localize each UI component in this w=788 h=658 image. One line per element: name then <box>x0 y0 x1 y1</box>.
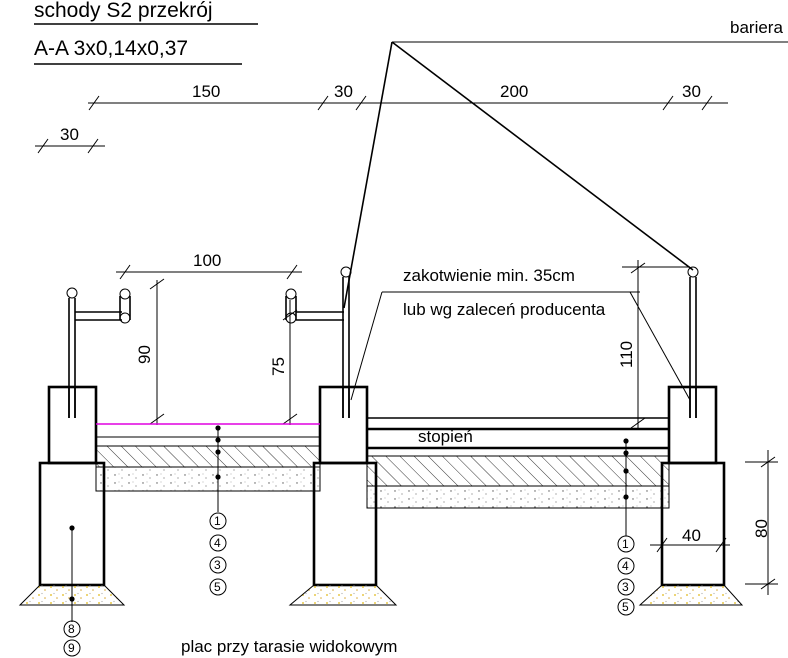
right-marker-3: 3 <box>622 580 629 594</box>
dim-200: 200 <box>500 82 528 101</box>
dim-30b: 30 <box>682 82 701 101</box>
bottom-caption: plac przy tarasie widokowym <box>181 637 397 656</box>
right-plinth <box>667 385 718 465</box>
dim-30c: 30 <box>60 125 79 144</box>
center-marker-1: 1 <box>214 514 221 528</box>
anchor-note-line1: zakotwienie min. 35cm <box>403 266 575 285</box>
right-marker-2: 4 <box>622 559 629 573</box>
title-line2: A-A 3x0,14x0,37 <box>34 37 188 60</box>
center-marker-4: 5 <box>214 580 221 594</box>
center-layer-markers: 1 4 3 5 <box>209 425 227 596</box>
right-marker-4: 5 <box>622 600 629 614</box>
left-layer-markers: 8 9 <box>63 525 81 657</box>
right-foundation <box>660 461 726 587</box>
center-marker-3: 3 <box>214 558 221 572</box>
left-marker-1: 8 <box>68 622 75 636</box>
left-post-assembly <box>66 287 131 418</box>
dim-90-group: 90 <box>135 278 165 425</box>
right-slab: stopień <box>366 417 670 509</box>
left-slab <box>95 423 321 492</box>
top-dimension-chain: 150 30 200 30 30 <box>35 82 728 154</box>
dim-40: 40 <box>682 526 701 545</box>
dim-150: 150 <box>192 82 220 101</box>
dim-90: 90 <box>135 345 154 364</box>
dim-30a: 30 <box>334 82 353 101</box>
title-line1: schody S2 przekrój <box>34 0 213 22</box>
dim-80-group: 80 <box>745 450 778 595</box>
right-marker-1: 1 <box>622 537 629 551</box>
drawing-title: schody S2 przekrój A-A 3x0,14x0,37 <box>34 0 258 65</box>
left-marker-2: 9 <box>68 641 75 655</box>
dim-110-group: 110 <box>617 260 690 430</box>
barrier-label: bariera <box>730 18 783 37</box>
anchor-note-line2: lub wg zaleceń producenta <box>403 300 606 319</box>
dim-100: 100 <box>193 251 221 270</box>
center-gravel-base <box>288 584 398 606</box>
dim-40-group: 40 <box>650 526 730 553</box>
step-label: stopień <box>418 427 473 446</box>
dim-100-group: 100 <box>116 251 302 280</box>
center-post-assembly <box>285 266 352 418</box>
right-layer-markers: 1 4 3 5 <box>617 438 635 616</box>
dim-75: 75 <box>269 357 288 376</box>
center-marker-2: 4 <box>214 536 221 550</box>
dim-80: 80 <box>752 519 771 538</box>
dim-75-group: 75 <box>269 300 298 425</box>
anchor-note: zakotwienie min. 35cm lub wg zaleceń pro… <box>350 266 691 401</box>
right-gravel-base <box>638 584 744 606</box>
barrier-leader: bariera <box>343 18 788 309</box>
dim-110: 110 <box>617 341 636 368</box>
left-plinth <box>47 385 98 465</box>
